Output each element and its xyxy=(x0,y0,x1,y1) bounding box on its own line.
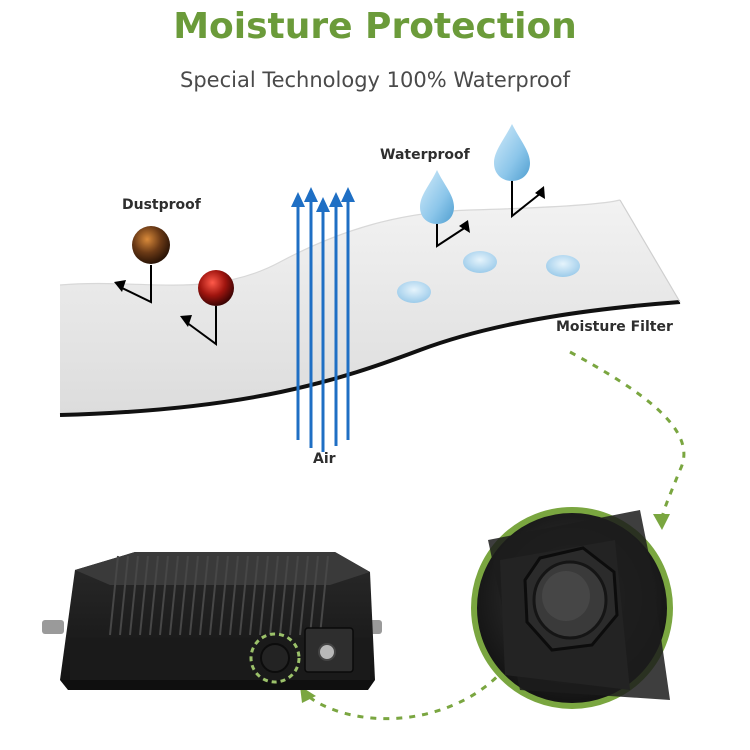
heat-sink-fins xyxy=(109,555,329,636)
breather-valve xyxy=(260,643,290,673)
air-arrow-1 xyxy=(291,192,305,440)
page-title: Moisture Protection xyxy=(173,6,577,47)
water-bead-2 xyxy=(463,251,497,273)
label-moisture-filter: Moisture Filter xyxy=(556,319,673,335)
moisture-filter-membrane xyxy=(59,199,681,417)
water-beads xyxy=(397,251,580,303)
breather-valve-highlight xyxy=(249,632,301,684)
air-arrow-2 xyxy=(304,187,318,448)
water-bead-3 xyxy=(546,255,580,277)
air-arrow-4 xyxy=(329,192,343,446)
air-arrow-5 xyxy=(341,187,355,440)
dashed-path-filter-to-closeup xyxy=(569,350,686,530)
dust-particle-red xyxy=(180,270,234,346)
cable-gland xyxy=(318,643,336,661)
dashed-path-closeup-to-valve xyxy=(300,667,507,720)
label-dustproof: Dustproof xyxy=(122,197,201,213)
label-waterproof: Waterproof xyxy=(380,147,470,163)
water-drop-2 xyxy=(494,124,545,219)
flood-light-fixture xyxy=(42,552,382,690)
dust-particle-brown xyxy=(114,226,170,304)
left-bolt xyxy=(42,620,64,634)
water-bead-1 xyxy=(397,281,431,303)
page-subtitle: Special Technology 100% Waterproof xyxy=(179,68,571,92)
label-air: Air xyxy=(313,451,336,467)
air-arrow-3 xyxy=(316,197,330,452)
valve-closeup xyxy=(471,507,673,709)
water-drop-1 xyxy=(420,170,470,248)
air-flow-arrows xyxy=(291,187,355,452)
